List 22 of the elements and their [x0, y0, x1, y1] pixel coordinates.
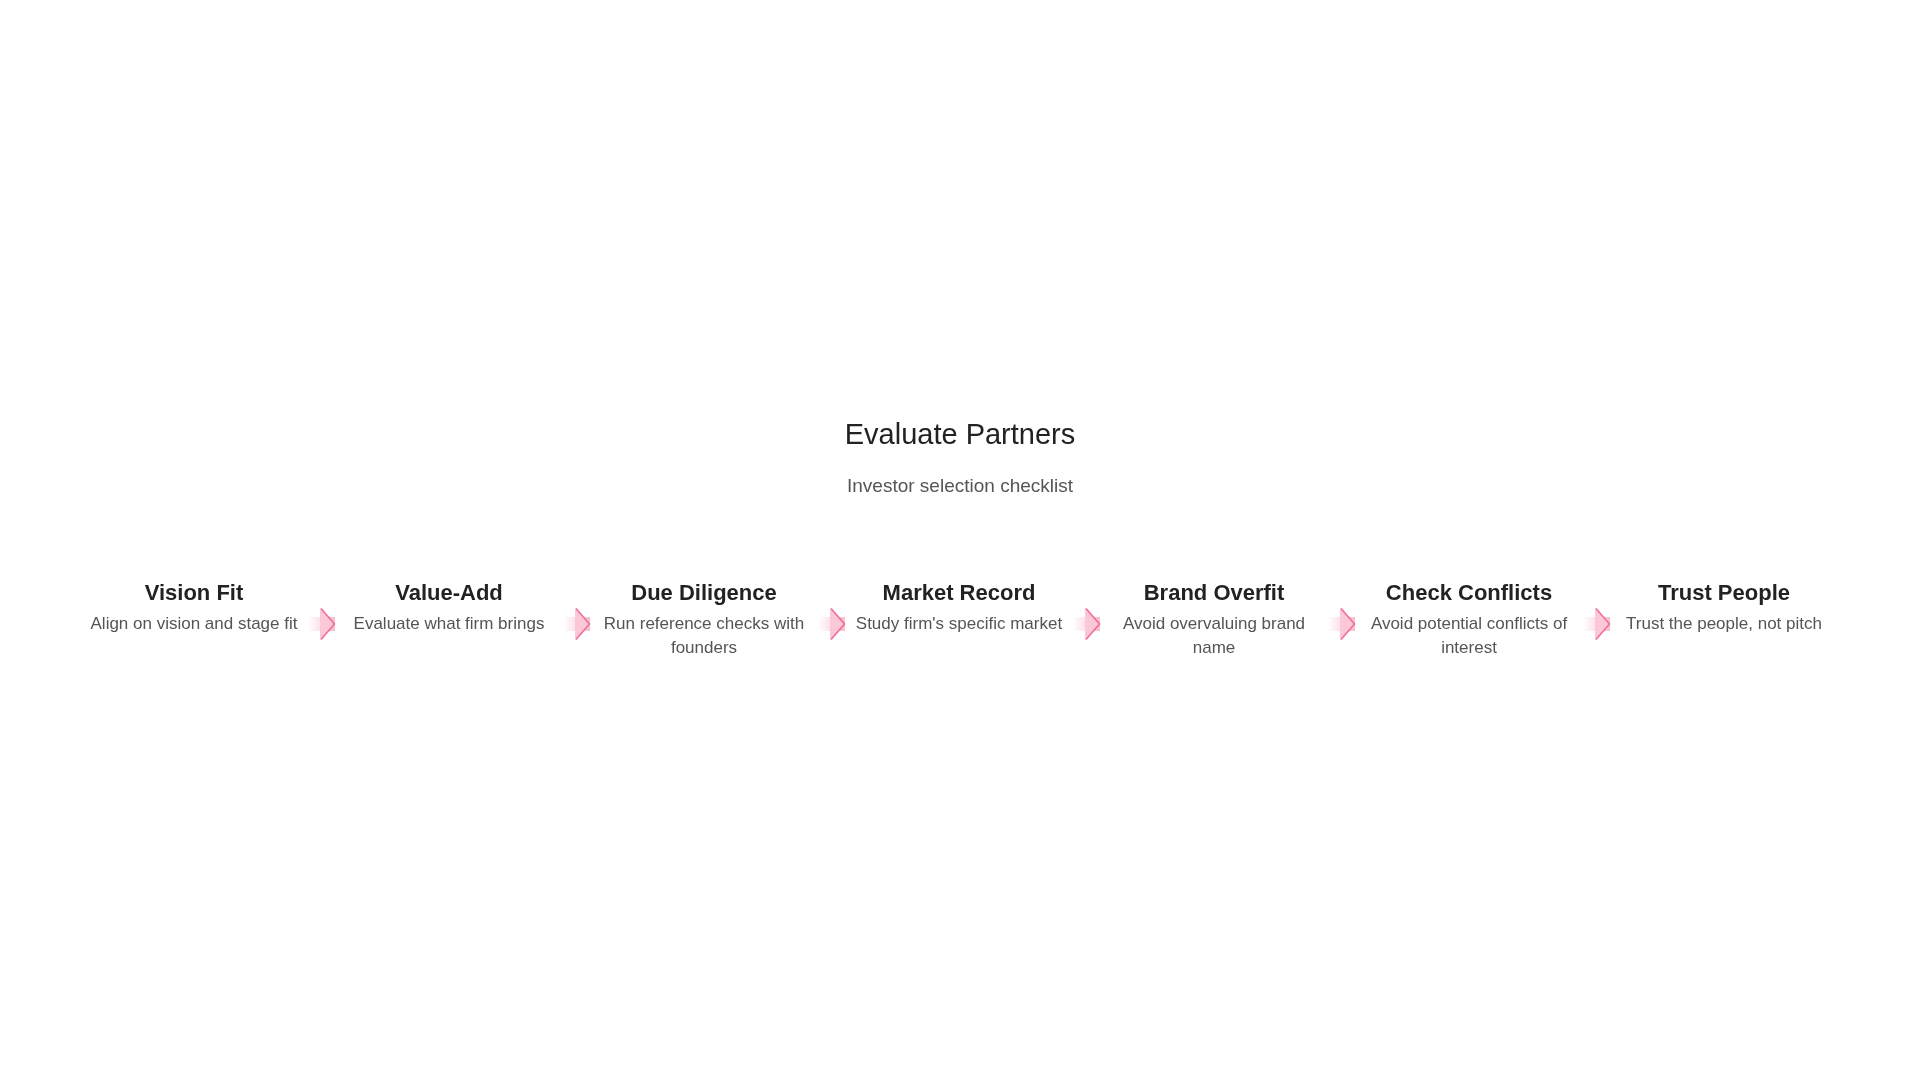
step-description: Avoid overvaluing brand name	[1121, 613, 1307, 659]
arrow	[1583, 607, 1611, 641]
step-description: Study firm's specific market	[854, 613, 1064, 635]
arrow	[308, 607, 336, 641]
step-heading: Market Record	[881, 579, 1037, 607]
step-description: Avoid potential conflicts of interest	[1369, 613, 1569, 659]
step-heading: Value-Add	[394, 579, 504, 607]
step-heading: Vision Fit	[143, 579, 245, 607]
step-description: Evaluate what firm brings	[352, 613, 546, 635]
step-description: Run reference checks with founders	[602, 613, 806, 659]
arrow	[1328, 607, 1356, 641]
step-heading: Trust People	[1656, 579, 1791, 607]
arrow	[563, 607, 591, 641]
arrow	[1073, 607, 1101, 641]
step-heading: Check Conflicts	[1384, 579, 1554, 607]
step-heading: Brand Overfit	[1142, 579, 1286, 607]
step-description: Trust the people, not pitch	[1625, 613, 1823, 635]
subtitle: Investor selection checklist	[847, 474, 1073, 498]
step-description: Align on vision and stage fit	[89, 613, 299, 635]
arrow	[818, 607, 846, 641]
step-heading: Due Diligence	[630, 579, 778, 607]
title: Evaluate Partners	[844, 417, 1076, 452]
